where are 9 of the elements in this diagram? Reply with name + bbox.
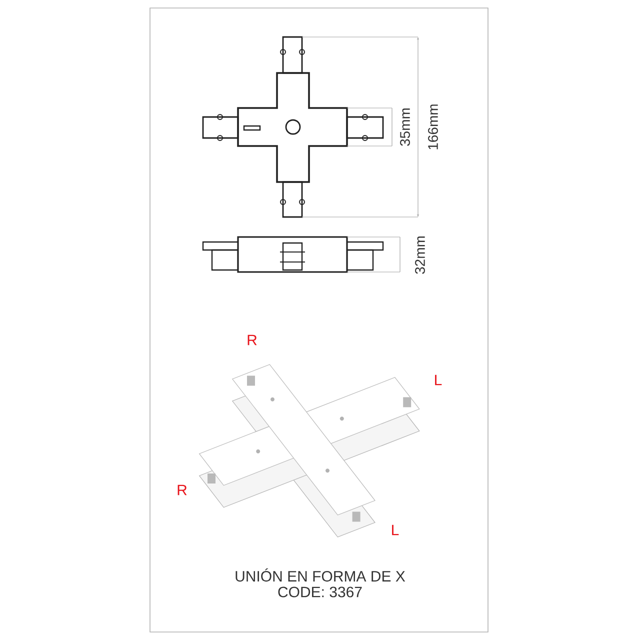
side-marker-label: R [178,484,187,496]
dimension-label: 166mm [428,104,438,150]
dimension-label: 32mm [415,236,425,274]
code-label: CODE: 3367 [278,586,362,598]
side-marker-label: R [248,334,257,346]
side-marker-label: L [392,524,399,536]
dimension-label: 35mm [400,108,410,146]
caption: UNIÓN EN FORMA DE X [236,568,406,582]
side-marker-label: L [435,374,442,386]
